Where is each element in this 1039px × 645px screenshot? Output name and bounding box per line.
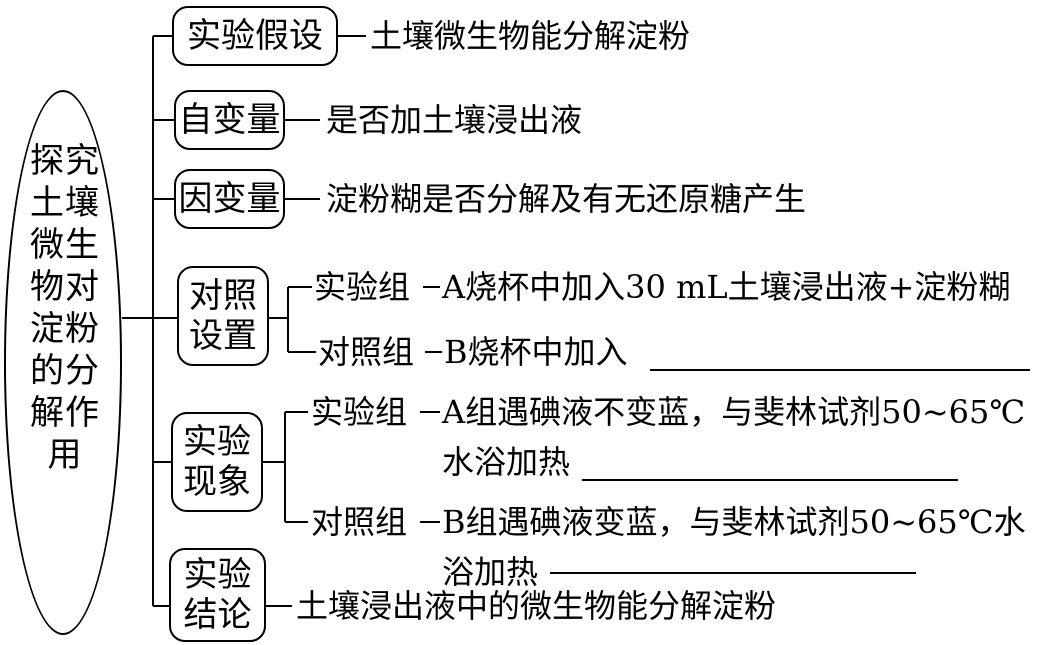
dependent-variable-text: 淀粉糊是否分解及有无还原糖产生 (326, 180, 807, 218)
control-setup-answer-blank (650, 369, 1030, 371)
dependent-variable-label: 因变量 (178, 179, 281, 219)
phenomenon-experimental-answer-blank (582, 479, 958, 481)
conclusion-text: 土壤浸出液中的微生物能分解淀粉 (296, 587, 777, 625)
control-setup-experimental-label: 实验组 (314, 268, 411, 306)
phenomenon-label-line2: 现象 (183, 462, 251, 502)
conclusion-box: 实验 结论 (169, 548, 266, 642)
hypothesis-label: 实验假设 (187, 16, 323, 56)
phenomenon-control-text-line2: 浴加热 (442, 553, 539, 591)
phenomenon-experimental-text-line2: 水浴加热 (442, 443, 571, 481)
independent-variable-box: 自变量 (174, 90, 285, 150)
hypothesis-text: 土壤微生物能分解淀粉 (370, 17, 691, 55)
root-ellipse (4, 90, 122, 635)
phenomenon-control-label: 对照组 (311, 503, 408, 541)
phenomenon-box: 实验 现象 (171, 412, 263, 512)
phenomenon-control-text-line1: B组遇碘液变蓝，与斐林试剂50~65℃水 (442, 503, 1026, 541)
control-setup-control-text: B烧杯中加入 (444, 333, 628, 371)
control-setup-label-line2: 设置 (189, 316, 257, 356)
phenomenon-control-answer-blank (550, 572, 916, 574)
phenomenon-experimental-text-line1: A组遇碘液不变蓝，与斐林试剂50~65℃ (442, 393, 1026, 431)
control-setup-experimental-text: A烧杯中加入30 mL土壤浸出液+淀粉糊 (442, 268, 1011, 306)
phenomenon-experimental-label: 实验组 (311, 393, 408, 431)
hypothesis-box: 实验假设 (172, 6, 338, 66)
phenomenon-label-line1: 实验 (183, 422, 251, 462)
conclusion-label-line2: 结论 (183, 595, 252, 635)
dependent-variable-box: 因变量 (174, 169, 285, 229)
control-setup-label-line1: 对照 (189, 276, 257, 316)
independent-variable-text: 是否加土壤浸出液 (326, 101, 583, 139)
control-setup-box: 对照 设置 (177, 266, 269, 366)
root-label: 探究 土壤 微生 物对 淀粉 的分 解作 用 (30, 141, 100, 475)
control-setup-control-label: 对照组 (318, 333, 415, 371)
conclusion-label-line1: 实验 (183, 555, 252, 595)
independent-variable-label: 自变量 (178, 100, 281, 140)
